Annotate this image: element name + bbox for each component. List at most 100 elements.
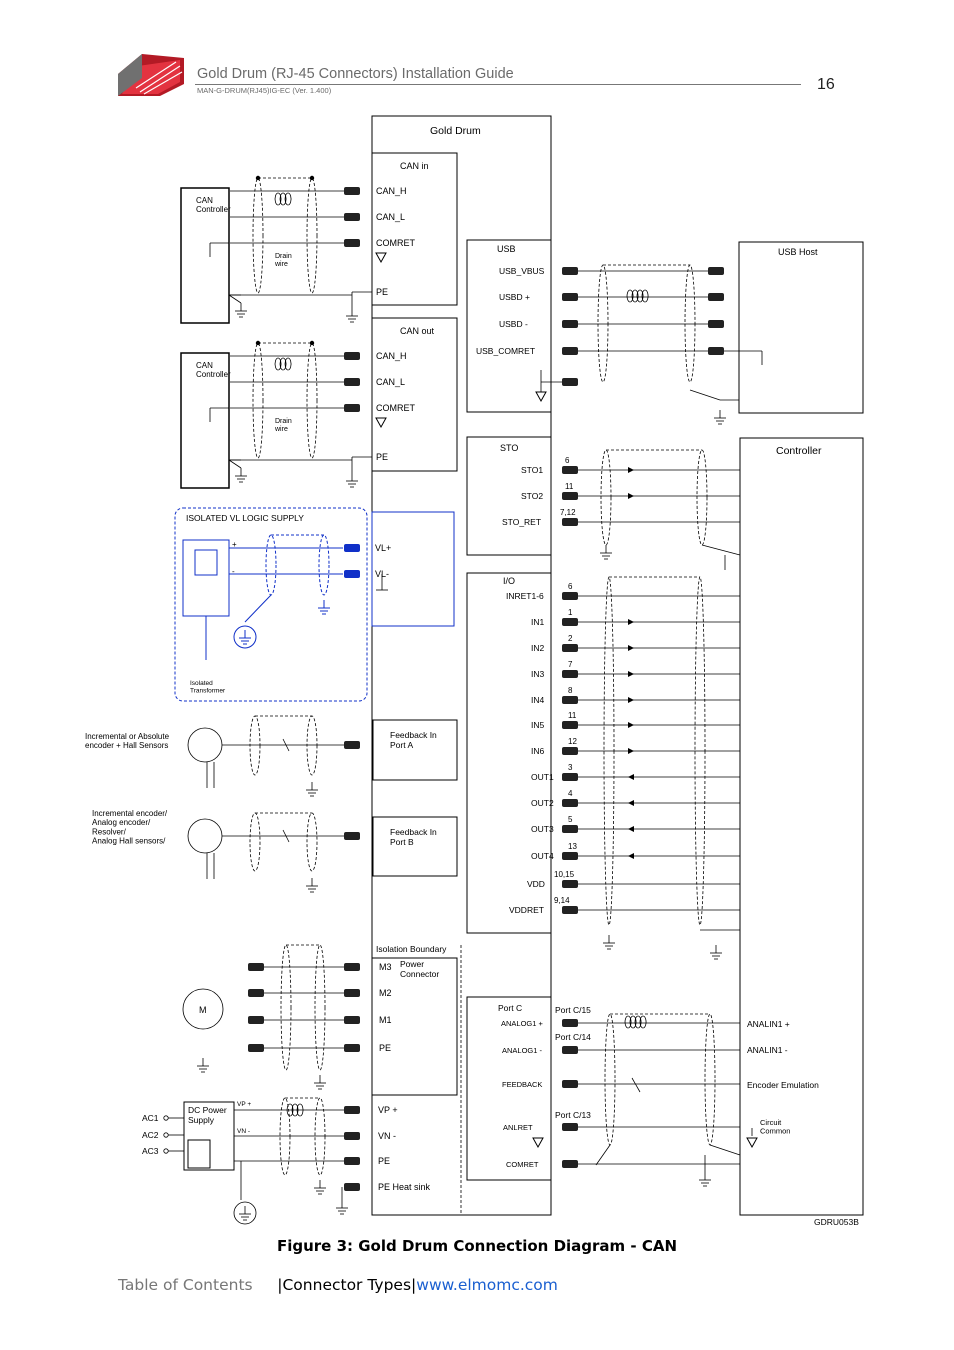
cable-shield xyxy=(696,449,708,546)
usb-host-title: USB Host xyxy=(778,247,818,257)
page-number: 16 xyxy=(817,76,835,93)
port-c-ctrl-0: ANALIN1 + xyxy=(747,1019,790,1029)
io-num-4: 8 xyxy=(568,686,573,695)
io-num-7: 3 xyxy=(568,763,573,772)
port-c-label-0: Port C/15 xyxy=(555,1005,591,1015)
sto-pin-0: STO1 xyxy=(521,465,543,475)
connector-pin xyxy=(344,404,360,412)
cable-shield xyxy=(306,812,318,872)
twisted-pair xyxy=(274,192,292,206)
port-c-pin-2: FEEDBACK xyxy=(502,1080,542,1089)
connector-pin xyxy=(562,644,578,652)
footer-toc-link[interactable]: Table of Contents xyxy=(118,1276,253,1294)
io-pin-8: OUT2 xyxy=(531,798,554,808)
connector-pin xyxy=(562,799,578,807)
controller-box xyxy=(739,437,864,1216)
io-pin-1: IN1 xyxy=(531,617,545,627)
io-box xyxy=(466,572,552,934)
io-num-10: 13 xyxy=(568,842,577,851)
vl-connector-pin xyxy=(344,544,360,552)
power-pin-0: M3 xyxy=(379,962,392,972)
feedback-b-encoder-symbol xyxy=(187,818,223,854)
dc-pin-1: VN - xyxy=(378,1131,396,1141)
power-pin-1: M2 xyxy=(379,988,392,998)
can-controller-box xyxy=(180,352,230,489)
connector-pin xyxy=(708,293,724,301)
vl-connector-pin xyxy=(344,570,360,578)
connector-pin xyxy=(562,1019,578,1027)
cable-shield xyxy=(280,944,292,1071)
cable-shield xyxy=(249,812,261,872)
connector-pin xyxy=(708,347,724,355)
connector-pin xyxy=(562,466,578,474)
arrow-mark xyxy=(628,748,634,754)
arrow-mark xyxy=(628,722,634,728)
vl-supply-boundary xyxy=(174,507,368,702)
comret-symbol xyxy=(375,417,387,429)
comret-symbol xyxy=(375,252,387,264)
sto-pin-1: STO2 xyxy=(521,491,543,501)
io-num-1: 1 xyxy=(568,608,573,617)
connector-pin xyxy=(562,618,578,626)
vl-minus-sign: - xyxy=(232,567,235,576)
isolation-boundary-label: Isolation Boundary xyxy=(376,944,447,954)
connector-pin xyxy=(562,293,578,301)
port-c-pin-1: ANALOG1 - xyxy=(502,1046,543,1055)
cable-shield xyxy=(252,177,264,294)
usb-pin-2: USBD - xyxy=(499,319,528,329)
can-in-box xyxy=(371,152,458,306)
ac-label-0: AC1 xyxy=(142,1113,159,1123)
io-num-9: 5 xyxy=(568,815,573,824)
cable-shield xyxy=(314,944,326,1071)
connector-pin xyxy=(248,1044,264,1052)
connector-pin xyxy=(562,378,578,386)
connector-pin xyxy=(344,1183,360,1191)
io-num-3: 7 xyxy=(568,660,573,669)
connector-pin xyxy=(562,347,578,355)
io-num-0: 6 xyxy=(568,582,573,591)
can-controller-box xyxy=(180,187,230,324)
port-c-ctrl-2: Encoder Emulation xyxy=(747,1080,819,1090)
can-in-pin-0: CAN_H xyxy=(376,186,407,196)
power-connector-box xyxy=(371,957,458,1096)
can-in-pin-2: COMRET xyxy=(376,238,415,248)
cable-shield xyxy=(249,715,261,776)
port-c-ctrl-1: ANALIN1 - xyxy=(747,1045,788,1055)
twisted-pair xyxy=(624,1015,647,1029)
can-out-pin-3: PE xyxy=(376,452,388,462)
connector-pin xyxy=(562,852,578,860)
cable-shield xyxy=(597,264,609,383)
cable-shield xyxy=(306,715,318,776)
footer-website-link[interactable]: www.elmomc.com xyxy=(416,1276,558,1294)
io-pin-3: IN3 xyxy=(531,669,545,679)
connector-pin xyxy=(344,1044,360,1052)
cable-shield xyxy=(704,1013,716,1146)
twisted-pair xyxy=(626,289,649,303)
comret-symbol xyxy=(746,1137,758,1149)
gold-drum-title: Gold Drum xyxy=(430,125,481,137)
connector-pin xyxy=(562,1080,578,1088)
ac-label-1: AC2 xyxy=(142,1130,159,1140)
arrow-mark xyxy=(628,493,634,499)
io-num-5: 11 xyxy=(568,711,577,720)
twisted-pair xyxy=(274,357,292,371)
junction-dot xyxy=(255,340,261,346)
cable-shield xyxy=(600,449,612,546)
connector-pin xyxy=(344,1106,360,1114)
arrow-mark xyxy=(628,774,634,780)
port-c-box xyxy=(466,996,552,1181)
header-subtitle: MAN-G-DRUM(RJ45)IG-EC (Ver. 1.400) xyxy=(197,86,332,95)
arrow-mark xyxy=(628,671,634,677)
can-out-pin-1: CAN_L xyxy=(376,377,405,387)
connector-pin xyxy=(562,747,578,755)
footer-connector-types[interactable]: Connector Types xyxy=(282,1276,412,1294)
usb-box xyxy=(466,239,552,413)
vl-pin-1: VL- xyxy=(375,569,389,579)
io-pin-11: VDD xyxy=(527,879,545,889)
